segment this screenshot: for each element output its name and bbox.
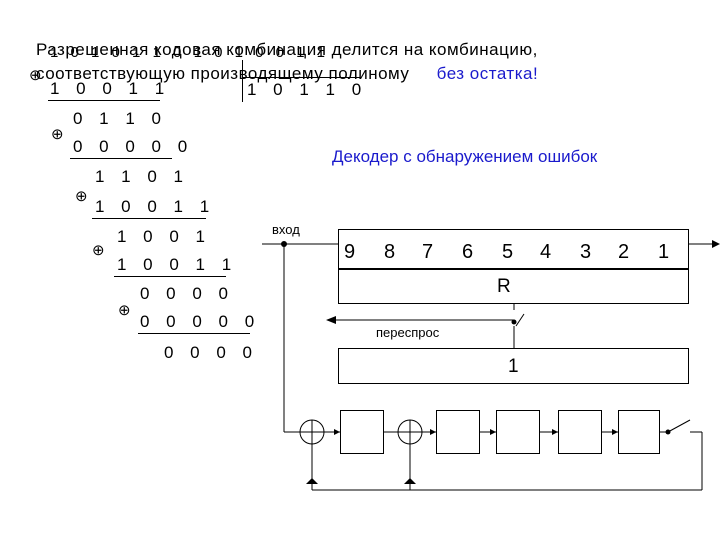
division-rule-2 <box>70 158 172 159</box>
heading-line-2: соответствующую производящему полиному б… <box>36 64 538 84</box>
xor-icon: ⊕ <box>118 302 131 319</box>
division-rule-4 <box>114 276 226 277</box>
input-label: вход <box>272 222 300 237</box>
division-dividend: 1 0 1 0 1 1 0 1 0 1 0 0 1 1 <box>50 44 329 61</box>
division-row-1: 1 0 0 1 1 <box>50 79 171 98</box>
division-row-4: 1 1 0 1 <box>95 167 189 186</box>
register-cell: 9 <box>344 241 356 263</box>
division-row-9: 0 0 0 0 0 <box>140 312 261 331</box>
division-row-5: 1 0 0 1 1 <box>95 197 216 216</box>
shift-cell <box>558 410 602 454</box>
r-register <box>338 269 689 304</box>
r-label: R <box>497 276 511 297</box>
xor-icon: ⊕ <box>75 188 88 205</box>
division-row-3: 0 0 0 0 0 <box>73 137 194 156</box>
register-cell: 8 <box>384 241 396 263</box>
xor-icon: ⊕ <box>29 67 42 84</box>
divisor-rule <box>242 77 360 78</box>
buffer-register <box>338 348 689 384</box>
register-cell: 2 <box>618 241 630 263</box>
division-row-2: 0 1 1 0 <box>73 109 167 128</box>
division-remainder: 0 0 0 0 <box>164 343 258 362</box>
request-label: переспрос <box>376 325 440 340</box>
register-cell: 7 <box>422 241 434 263</box>
division-row-6: 1 0 0 1 <box>117 227 211 246</box>
xor-icon: ⊕ <box>51 126 64 143</box>
divisor-separator <box>242 60 243 102</box>
buffer-label: 1 <box>508 356 519 377</box>
decoder-title: Декодер с обнаружением ошибок <box>332 147 598 166</box>
xor-icon: ⊕ <box>92 242 105 259</box>
register-cell: 4 <box>540 241 552 263</box>
shift-cell <box>340 410 384 454</box>
shift-cell <box>496 410 540 454</box>
main-register <box>338 229 689 269</box>
register-cell: 6 <box>462 241 474 263</box>
heading-line-1: Разрешенная кодовая комбинация делится н… <box>36 40 538 59</box>
heading-line-2-main: соответствующую производящему полиному <box>36 64 410 83</box>
shift-cell <box>618 410 660 454</box>
division-row-7: 1 0 0 1 1 <box>117 255 238 274</box>
register-cell: 1 <box>658 241 670 263</box>
division-divisor: 1 0 1 1 0 <box>247 80 368 99</box>
register-cell: 5 <box>502 241 514 263</box>
shift-cell <box>436 410 480 454</box>
register-cell: 3 <box>580 241 592 263</box>
division-rule-3 <box>92 218 206 219</box>
heading-emphasis: без остатка! <box>436 64 539 83</box>
division-rule-1 <box>48 100 160 101</box>
division-row-8: 0 0 0 0 <box>140 284 234 303</box>
division-rule-5 <box>138 333 250 334</box>
